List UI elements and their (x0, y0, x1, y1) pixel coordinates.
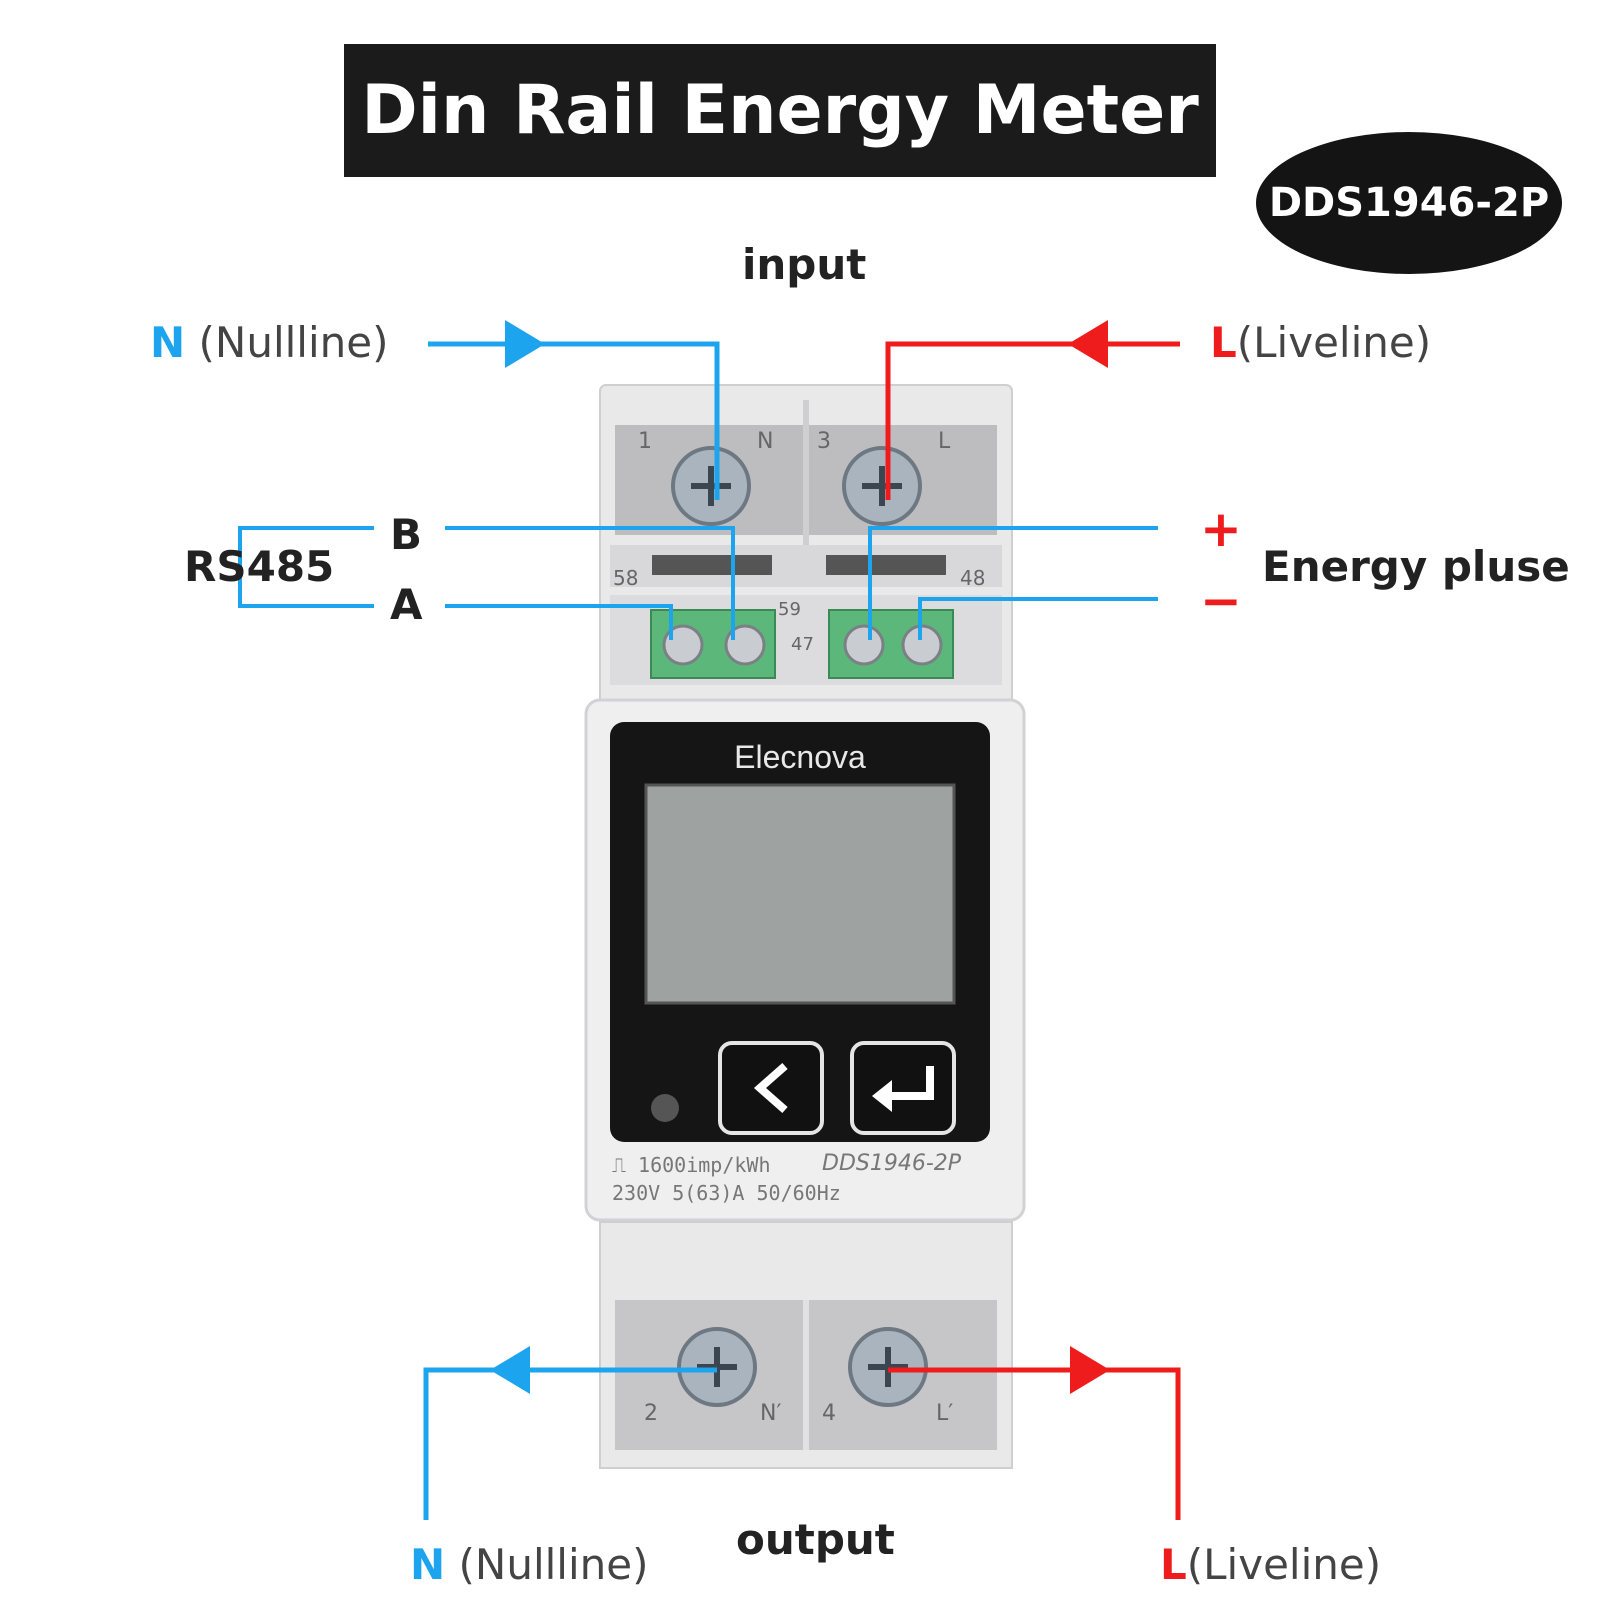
page-title: Din Rail Energy Meter (344, 44, 1216, 177)
bottom-left-code: N (410, 1540, 446, 1589)
terminal-n-out-label: N′ (760, 1401, 781, 1426)
enter-button[interactable] (850, 1041, 956, 1135)
input-label: input (742, 240, 867, 289)
rs485-a-wire (445, 604, 673, 640)
rs485-b-wire (445, 526, 735, 640)
neutral-output-arrow-icon (490, 1346, 530, 1394)
neutral-output-wire (423, 1367, 717, 1520)
top-left-code: N (150, 318, 186, 367)
spec-rating: 230V 5(63)A 50/60Hz (612, 1181, 841, 1205)
spec-impulse: ⎍ 1600imp/kWh (612, 1153, 771, 1177)
pulse-led-icon (651, 1094, 679, 1122)
top-right-code: L (1210, 318, 1237, 367)
terminal-47-label: 47 (791, 634, 814, 655)
device-model-label: DDS1946-2P (822, 1151, 962, 1176)
rs485-a-label: A (390, 580, 423, 629)
screw-n-input-icon (671, 446, 751, 526)
terminal-59-label: 59 (778, 599, 801, 620)
neutral-input-arrow-icon (505, 320, 545, 368)
live-output-wire (888, 1367, 1181, 1520)
rs485-label: RS485 (184, 542, 335, 591)
bottom-right-desc: (Liveline) (1186, 1540, 1382, 1589)
output-label: output (736, 1515, 895, 1564)
live-input-arrow-icon (1068, 320, 1108, 368)
bottom-right-code: L (1160, 1540, 1187, 1589)
pulse-plus-label: + (1200, 500, 1242, 558)
energy-pulse-label: Energy pluse (1262, 542, 1570, 591)
terminal-2-label: 2 (644, 1401, 658, 1426)
screw-l-input-icon (842, 446, 922, 526)
terminal-n-label: N (757, 429, 773, 454)
top-left-desc: (Nullline) (198, 318, 389, 367)
terminal-58-label: 58 (613, 566, 638, 590)
pulse-minus-wire (918, 597, 1158, 640)
pulse-plus-wire (868, 526, 1158, 640)
back-button[interactable] (718, 1041, 824, 1135)
terminal-3-label: 3 (817, 429, 831, 454)
terminal-l-label: L (938, 429, 951, 454)
bottom-right-wire-label: L(Liveline) (1160, 1540, 1381, 1589)
screw-l-output-icon (848, 1327, 928, 1407)
meter-front-body (584, 698, 1026, 1222)
screw-n-output-icon (677, 1327, 757, 1407)
brand-logo: Elecnova (734, 739, 866, 775)
rs485-terminal-block (650, 609, 776, 679)
terminal-l-out-label: L′ (936, 1401, 953, 1426)
rs485-bracket (238, 526, 374, 608)
terminal-1-label: 1 (638, 429, 652, 454)
terminal-48-label: 48 (960, 566, 985, 590)
pulse-terminal-block (828, 609, 954, 679)
bottom-left-desc: (Nullline) (458, 1540, 649, 1589)
rs485-b-label: B (390, 510, 423, 559)
meter-lower-housing (599, 1221, 1013, 1469)
terminal-4-label: 4 (822, 1401, 836, 1426)
top-right-desc: (Liveline) (1236, 318, 1432, 367)
pulse-minus-label: − (1200, 572, 1242, 630)
model-badge: DDS1946-2P (1256, 132, 1562, 274)
top-right-wire-label: L(Liveline) (1210, 318, 1431, 367)
bottom-left-wire-label: N (Nullline) (410, 1540, 648, 1589)
top-left-wire-label: N (Nullline) (150, 318, 388, 367)
live-output-arrow-icon (1070, 1346, 1110, 1394)
